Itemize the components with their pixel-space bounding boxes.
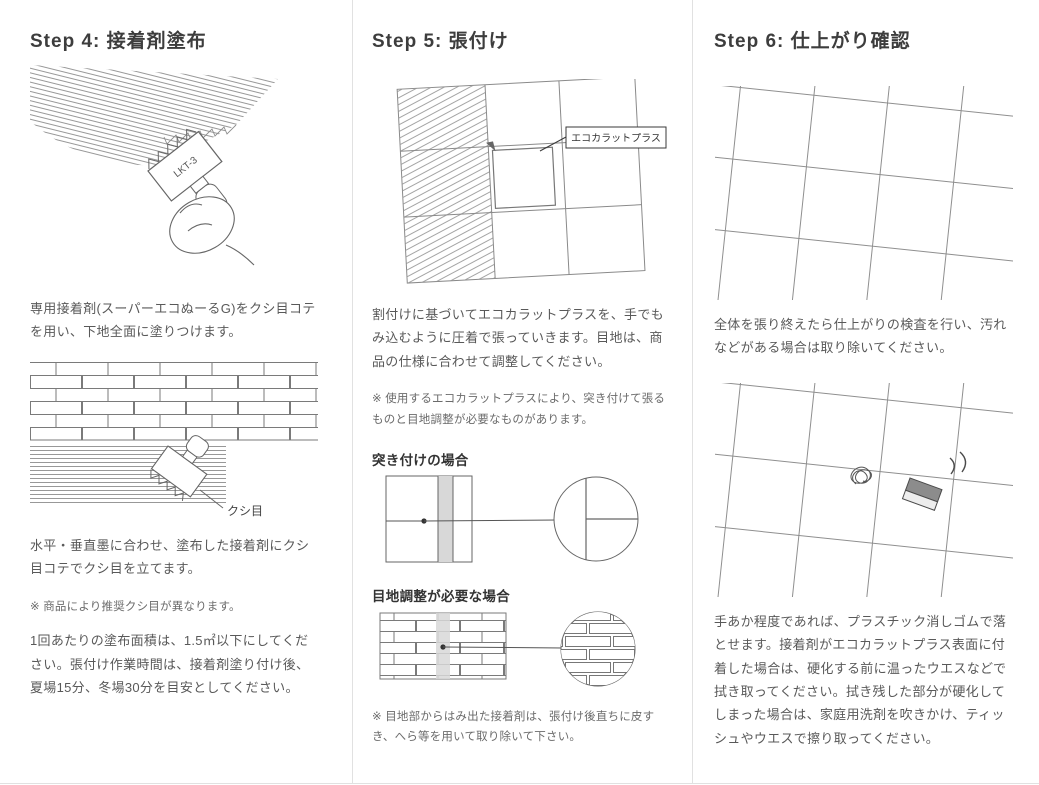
step5-note2: ※ 目地部からはみ出た接着剤は、張付け後直ちに皮すき、へら等を用いて取り除いて下… xyxy=(372,710,655,744)
step4-note1: ※ 商品により推奨クシ目が異なります。 xyxy=(30,600,241,613)
finished-wall-drawing xyxy=(715,86,1013,300)
step5-heading: Step 5: 張付け xyxy=(372,31,509,52)
comb-label: クシ目 xyxy=(227,504,263,518)
rubbing-motion-marks xyxy=(949,451,967,475)
comb-pattern-illustration: クシ目 xyxy=(30,361,320,522)
adhesive-hatch-area xyxy=(397,84,496,284)
butt-joint-drawing xyxy=(385,475,639,563)
tile-label: エコカラットプラス xyxy=(571,133,661,145)
adhesive-spread-illustration: LKT-3 xyxy=(30,63,320,285)
ecocarat-tile xyxy=(491,146,557,209)
step4-heading: Step 4: 接着剤塗布 xyxy=(30,31,207,52)
tile-label-leader-line xyxy=(539,136,567,152)
adhesive-fan-area xyxy=(30,65,278,166)
step4-para2: 水平・垂直墨に合わせ、塗布した接着剤にクシ目コテでクシ目を立てます。 xyxy=(30,537,310,577)
eraser-icon xyxy=(901,477,943,511)
comb-pattern-drawing: クシ目 xyxy=(30,361,318,518)
eraser-shavings-scribble xyxy=(850,466,872,485)
joint-band xyxy=(438,475,453,562)
comb-label-leader-line xyxy=(199,489,224,509)
butt-joint-diagram xyxy=(372,473,670,567)
comb-edge-marks xyxy=(163,124,237,145)
eraser-cleaning-drawing xyxy=(715,382,1013,597)
callout-leader-line xyxy=(423,519,559,522)
tile-grid xyxy=(715,86,1013,300)
callout-leader-line xyxy=(442,646,564,649)
butt-joint-subheading: 突き付けの場合 xyxy=(372,452,469,468)
butt-joint-detail xyxy=(585,476,638,561)
tile-plan-square xyxy=(385,475,473,563)
joint-adjust-drawing xyxy=(379,611,636,687)
small-trowel-icon xyxy=(150,434,209,501)
adhesive-spread-drawing: LKT-3 xyxy=(30,65,278,266)
step5-para1: 割付けに基づいてエコカラットプラスを、手でもみ込むように圧着で張っていきます。目… xyxy=(372,307,664,369)
tile-placement-drawing: エコカラットプラス xyxy=(396,79,667,284)
brick-wall-area xyxy=(30,361,318,440)
step6-para1: 全体を張り終えたら仕上がりの検査を行い、汚れなどがある場合は取り除いてください。 xyxy=(714,317,1007,356)
joint-gap-detail xyxy=(561,611,635,686)
step4-column: Step 4: 接着剤塗布 LKT-3 xyxy=(0,0,352,783)
joint-adjust-diagram xyxy=(372,609,670,691)
step6-para2: 手あか程度であれば、プラスチック消しゴムで落とせます。接着剤がエコカラットプラス… xyxy=(714,613,1007,746)
step6-heading: Step 6: 仕上がり確認 xyxy=(714,31,911,52)
tile-label-box xyxy=(565,126,667,149)
step4-para1: 専用接着剤(スーパーエコぬーるG)をクシ目コテを用い、下地全面に塗りつけます。 xyxy=(30,301,316,340)
tile-grid xyxy=(715,382,1013,597)
tile-placement-illustration: エコカラットプラス xyxy=(372,79,670,291)
eraser-cleaning-illustration xyxy=(714,382,1015,598)
step4-para3: 1回あたりの塗布面積は、1.5㎡以下にしてください。張付け作業時間は、接着剤塗り… xyxy=(30,633,310,696)
wall-with-joints xyxy=(396,79,646,284)
step5-note1: ※ 使用するエコカラットプラスにより、突き付けて張るものと目地調整が必要なものが… xyxy=(372,393,666,426)
placement-arrow-icon xyxy=(486,141,496,152)
finished-wall-illustration xyxy=(714,85,1015,301)
step5-column: Step 5: 張付け xyxy=(352,0,692,783)
step6-column: Step 6: 仕上がり確認 全体を張り終えたら仕上がりの検査を行い、汚れなどが… xyxy=(692,0,1039,783)
joint-adjust-subheading: 目地調整が必要な場合 xyxy=(372,588,510,604)
hand-icon xyxy=(169,196,255,266)
